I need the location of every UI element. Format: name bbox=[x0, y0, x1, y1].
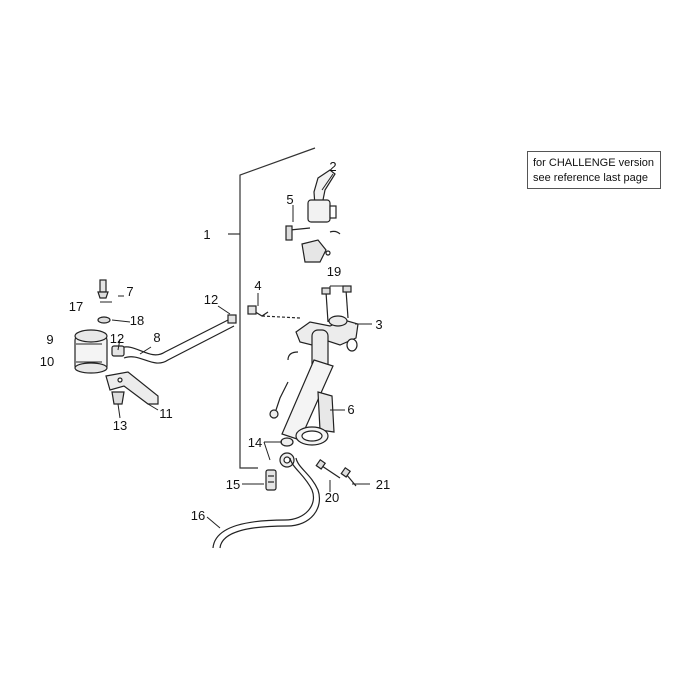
fluid-reservoir bbox=[74, 279, 125, 374]
callout-10: 10 bbox=[40, 354, 54, 369]
callout-11: 11 bbox=[159, 406, 173, 421]
callout-labels: 1 2 3 4 5 6 7 8 9 10 11 12 12 13 14 15 1… bbox=[40, 159, 390, 523]
callout-16: 16 bbox=[191, 508, 205, 523]
note-line-1: for CHALLENGE version bbox=[533, 157, 655, 169]
banjo-bolt bbox=[265, 469, 277, 491]
callout-1: 1 bbox=[203, 227, 210, 242]
callout-15: 15 bbox=[226, 477, 240, 492]
brake-lever bbox=[285, 169, 341, 241]
challenge-version-note: for CHALLENGE version see reference last… bbox=[527, 151, 661, 189]
callout-3: 3 bbox=[375, 317, 382, 332]
assembly-frame bbox=[228, 147, 316, 469]
callout-4: 4 bbox=[254, 278, 261, 293]
callout-12-left: 12 bbox=[110, 331, 124, 346]
handlebar-clamp bbox=[287, 285, 359, 371]
callout-14: 14 bbox=[248, 435, 262, 450]
callout-13: 13 bbox=[113, 418, 127, 433]
screws bbox=[315, 458, 357, 487]
handlebar-tube bbox=[281, 359, 335, 446]
callout-19: 19 bbox=[327, 264, 341, 279]
callout-9: 9 bbox=[46, 332, 53, 347]
callout-17: 17 bbox=[69, 299, 83, 314]
reservoir-hose bbox=[119, 305, 301, 364]
callout-5: 5 bbox=[286, 192, 293, 207]
callout-7: 7 bbox=[126, 284, 133, 299]
callout-20: 20 bbox=[325, 490, 339, 505]
lever-clamp bbox=[301, 239, 331, 263]
callout-8: 8 bbox=[153, 330, 160, 345]
callout-12-right: 12 bbox=[204, 292, 218, 307]
brake-hose bbox=[212, 457, 320, 549]
callout-18: 18 bbox=[130, 313, 144, 328]
callout-2: 2 bbox=[329, 159, 336, 174]
callout-6: 6 bbox=[347, 402, 354, 417]
note-line-2: see reference last page bbox=[533, 172, 648, 184]
leader-lines bbox=[76, 173, 372, 529]
reservoir-bracket bbox=[105, 371, 159, 405]
callout-21: 21 bbox=[376, 477, 390, 492]
